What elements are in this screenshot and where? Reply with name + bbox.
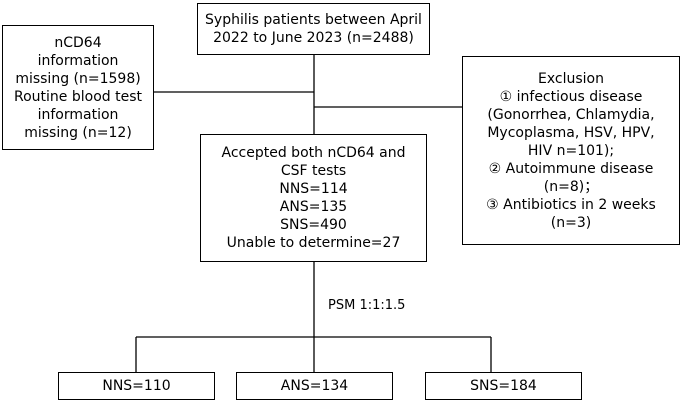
box-nns-result: NNS=110 <box>58 372 215 400</box>
top-line: Syphilis patients between April <box>205 12 422 28</box>
accepted-line: NNS=114 <box>279 181 348 197</box>
left-exclusion-line: Routine blood test <box>14 88 142 105</box>
right-exclusion-line: Mycoplasma, HSV, HPV, <box>487 124 655 141</box>
left-exclusion-line: missing (n=12) <box>24 124 132 141</box>
accepted-line: SNS=490 <box>280 217 347 233</box>
psm-label: PSM 1:1:1.5 <box>328 298 406 313</box>
accepted-line: ANS=135 <box>279 199 348 215</box>
right-exclusion-line: (n=3) <box>550 214 592 231</box>
left-exclusion-line: information <box>37 52 119 69</box>
accepted-line: Accepted both nCD64 and <box>221 145 406 161</box>
box-sns-result: SNS=184 <box>425 372 582 400</box>
right-exclusion-line: ② Autoimmune disease <box>488 160 654 177</box>
right-exclusion-line: Exclusion <box>538 70 604 87</box>
top-line: 2022 to June 2023 (n=2488) <box>213 30 414 46</box>
box-syphilis-patients: Syphilis patients between April 2022 to J… <box>197 3 430 55</box>
right-exclusion-line: HIV n=101); <box>527 142 615 159</box>
nns-result-text: NNS=110 <box>102 378 171 394</box>
accepted-line: Unable to determine=27 <box>226 235 401 251</box>
right-exclusion-line: ① infectious disease <box>499 88 643 105</box>
left-exclusion-line: information <box>37 106 119 123</box>
ans-result-text: ANS=134 <box>280 378 349 394</box>
accepted-line: CSF tests <box>280 163 347 179</box>
left-exclusion-line: nCD64 <box>54 34 102 51</box>
sns-result-text: SNS=184 <box>470 378 537 394</box>
right-exclusion-line: (Gonorrhea, Chlamydia, <box>487 106 655 123</box>
right-exclusion-line: ③ Antibiotics in 2 weeks <box>486 196 656 213</box>
left-exclusion-line: missing (n=1598) <box>15 70 141 87</box>
box-ans-result: ANS=134 <box>236 372 393 400</box>
right-exclusion-line: (n=8)； <box>543 178 599 195</box>
